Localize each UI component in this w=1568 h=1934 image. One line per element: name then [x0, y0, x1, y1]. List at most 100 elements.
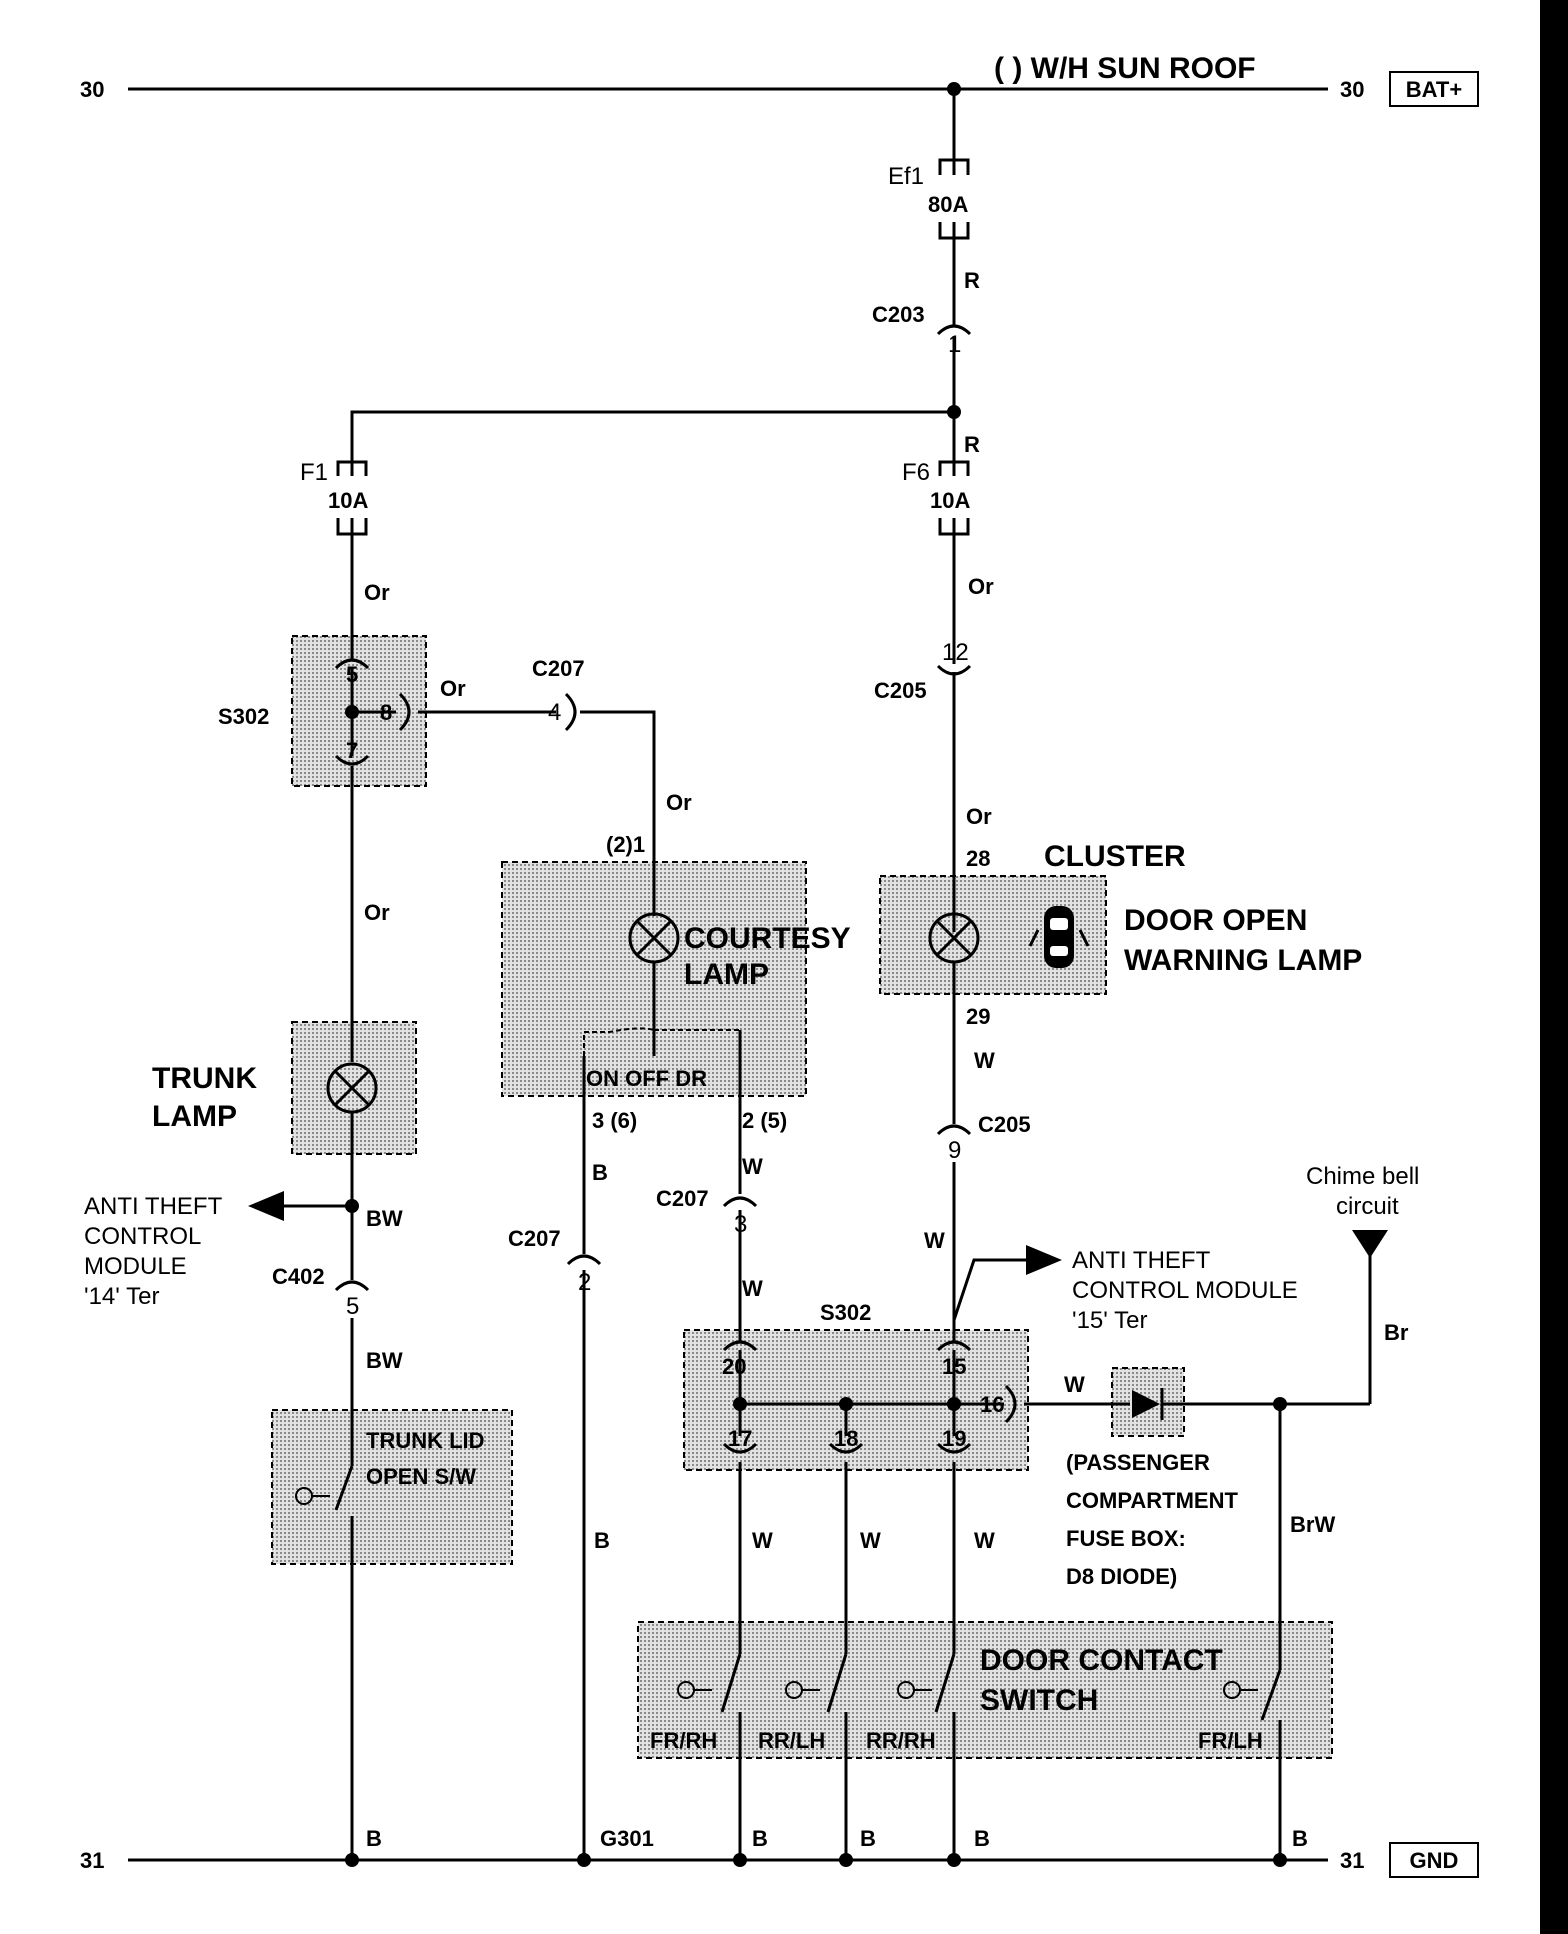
wire-color-w5: W [1064, 1372, 1085, 1397]
connector-c205-b-pin: 9 [948, 1137, 961, 1164]
wire-color-brw: BrW [1290, 1512, 1335, 1537]
splice-s302-pin16-shape [1004, 1384, 1017, 1424]
atc15-line1: ANTI THEFT [1072, 1247, 1211, 1274]
fuse-f6-name: F6 [902, 459, 930, 486]
splice-s302-bottom-pin-18: 18 [834, 1426, 858, 1451]
door-contact-switch-line2: SWITCH [980, 1684, 1098, 1717]
splice-s302-top-pin-7: 7 [346, 738, 358, 763]
fuse-f1-name: F1 [300, 459, 328, 486]
gnd-tag [1389, 1842, 1479, 1878]
splice-s302-pin20-shape [722, 1340, 758, 1352]
wire-color-r2: R [964, 432, 980, 457]
trunk-lid-switch-box [271, 1409, 513, 1565]
splice-s302-bottom-pin-16: 16 [980, 1392, 1004, 1417]
door-contact-switch-line1: DOOR CONTACT [980, 1644, 1223, 1677]
chime-bell-icon [1352, 1230, 1388, 1258]
wire-color-bw1: BW [366, 1206, 403, 1231]
junction-dot [733, 1397, 747, 1411]
connector-c402-label: C402 [272, 1264, 325, 1289]
wire-branch-bus [350, 410, 954, 462]
gnd-label: GND [1410, 1848, 1459, 1873]
wire-color-w2: W [742, 1276, 763, 1301]
rail-bottom-right-label: 31 [1340, 1848, 1364, 1873]
trunk-lid-switch-icon [295, 1465, 354, 1511]
connector-c207-a-shape [564, 692, 577, 732]
splice-s302-pin18-shape [828, 1442, 864, 1454]
courtesy-pin-left: 3 (6) [592, 1108, 637, 1133]
wire-color-w8: W [974, 1528, 995, 1553]
fuse-ef1-rating: 80A [928, 192, 968, 217]
connector-c203-shape [936, 324, 972, 336]
wire-color-or3: Or [966, 804, 992, 829]
atc14-line1: ANTI THEFT [84, 1193, 223, 1220]
connector-c207-b-label: C207 [656, 1186, 709, 1211]
diagram-title: ( ) W/H SUN ROOF [994, 52, 1256, 85]
wire-color-or6: Or [364, 900, 390, 925]
bat-plus-tag [1389, 71, 1479, 107]
wire-color-w4: W [924, 1228, 945, 1253]
junction-dot [345, 1853, 359, 1867]
atc14-line3: MODULE [84, 1253, 187, 1280]
wire-color-or4: Or [440, 676, 466, 701]
wire-color-or5: Or [666, 790, 692, 815]
page-edge-bar [1540, 0, 1568, 1934]
rail-top-left-label: 30 [80, 77, 104, 102]
courtesy-lamp-line1: COURTESY [684, 922, 851, 955]
connector-c207-b-shape [722, 1196, 758, 1208]
splice-s302-pin8-shape [398, 692, 411, 732]
atc14-line2: CONTROL [84, 1223, 201, 1250]
wire-to-atc15 [952, 1245, 1062, 1321]
door-open-car-icon [1028, 906, 1090, 968]
splice-s302-pin17-shape [722, 1442, 758, 1454]
courtesy-switch-label: ON OFF DR [586, 1066, 707, 1091]
door-position-rr-lh: RR/LH [758, 1728, 825, 1753]
splice-s302-top-pin-8: 8 [380, 700, 392, 725]
atc14-line4: '14' Ter [84, 1283, 159, 1310]
chime-bell-line1: Chime bell [1306, 1163, 1419, 1190]
trunk-lamp-label-line1: TRUNK [152, 1062, 257, 1095]
cluster-label: CLUSTER [1044, 840, 1186, 873]
wire-color-w6: W [752, 1528, 773, 1553]
fuse-ef1-name: Ef1 [888, 163, 924, 190]
wire-color-b1: B [592, 1160, 608, 1185]
connector-c205-a-pin: 12 [942, 639, 969, 666]
connector-c205-a-label: C205 [874, 678, 927, 703]
wire-color-gb3: B [860, 1826, 876, 1851]
cluster-pin-29: 29 [966, 1004, 990, 1029]
door-switch-fr-rh-icon [677, 1653, 742, 1713]
wire-color-gb1: B [366, 1826, 382, 1851]
wire-color-w3: W [974, 1048, 995, 1073]
fuse-ef1 [938, 158, 970, 240]
cluster-bulb-icon [928, 912, 980, 964]
door-switch-rr-lh-icon [785, 1653, 848, 1713]
junction-dot [733, 1853, 747, 1867]
trunk-lamp-label-line2: LAMP [152, 1100, 237, 1133]
wire-color-r1: R [964, 268, 980, 293]
courtesy-pin-top: (2)1 [606, 832, 645, 857]
connector-c402-shape [334, 1280, 370, 1292]
diode-line1: (PASSENGER [1066, 1450, 1210, 1475]
door-warning-line2: WARNING LAMP [1124, 944, 1362, 977]
wire-or-to-courtesy [580, 710, 656, 916]
junction-dot [1273, 1853, 1287, 1867]
atc15-line3: '15' Ter [1072, 1307, 1147, 1334]
courtesy-pin-right: 2 (5) [742, 1108, 787, 1133]
door-position-rr-rh: RR/RH [866, 1728, 936, 1753]
ground-g301-label: G301 [600, 1826, 654, 1851]
connector-c207-a-label: C207 [532, 656, 585, 681]
door-switch-rr-rh-icon [897, 1653, 956, 1713]
splice-s302-pin19-shape [936, 1442, 972, 1454]
connector-c203-label: C203 [872, 302, 925, 327]
junction-dot [947, 1397, 961, 1411]
splice-s302-pin5-shape [334, 658, 370, 670]
fuse-f6-rating: 10A [930, 488, 970, 513]
wire-color-gb5: B [1292, 1826, 1308, 1851]
wire-color-or2: Or [968, 574, 994, 599]
connector-c207-c-shape [566, 1254, 602, 1266]
fuse-f1-rating: 10A [328, 488, 368, 513]
splice-s302-bottom-pin-17: 17 [728, 1426, 752, 1451]
connector-c205-b-label: C205 [978, 1112, 1031, 1137]
wire-color-w1: W [742, 1154, 763, 1179]
door-contact-switch-box [637, 1621, 1333, 1759]
connector-c207-c-label: C207 [508, 1226, 561, 1251]
